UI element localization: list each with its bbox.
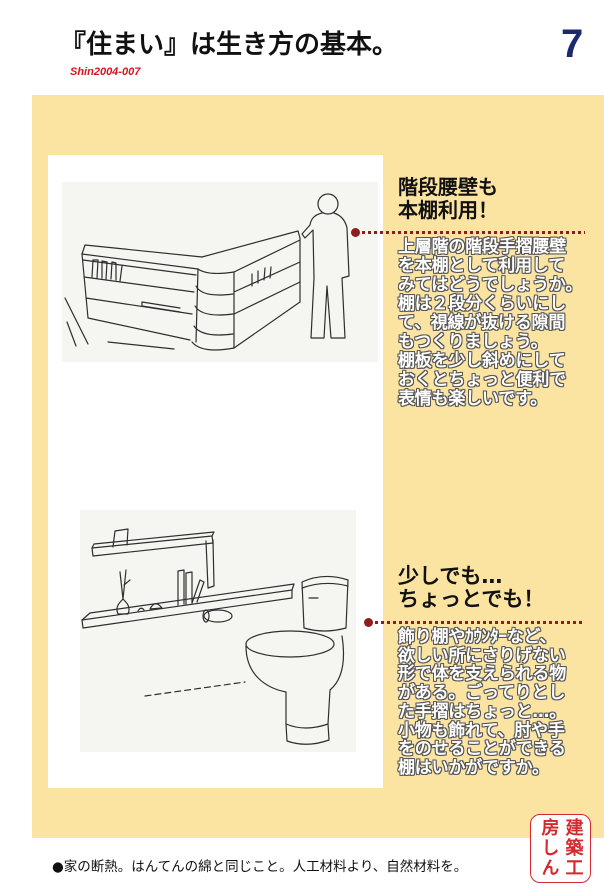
heading-line: ちょっとでも！ (398, 587, 545, 611)
body-line: をのせることができる (398, 739, 566, 760)
body-line: て、視線が抜ける隙間 (398, 313, 566, 333)
body-line: 棚は２段分くらいにし (398, 294, 566, 314)
dotted-leader-line (362, 231, 585, 234)
body-line: 飾り棚やｶｳﾝﾀｰなど、 (398, 627, 557, 647)
page-title: 『住まい』は生き方の基本。 (60, 30, 399, 60)
body-line: おくとちょっと便利で (398, 370, 566, 390)
body-line: 上層階の階段手摺腰壁 (398, 237, 566, 257)
section-body-bookshelf: 上層階の階段手摺腰壁 を本棚として利用して みてはどうでしょうか。 棚は２段分く… (398, 238, 582, 409)
leader-dot (351, 228, 360, 237)
heading-line: 本棚利用！ (398, 198, 498, 222)
body-line: 小物も飾れて、肘や手 (398, 720, 565, 741)
body-line: 形で体を支えられる物 (398, 664, 566, 685)
leader-dot (364, 618, 373, 627)
body-line: 棚板を少し斜めにして (398, 351, 566, 371)
company-logo-stamp: 建築工房しん (530, 814, 591, 883)
body-line: もつくりましょう。 (398, 332, 548, 352)
bookshelf-sketch-drawing (64, 193, 350, 351)
body-line: 棚はいかがですか。 (398, 757, 549, 778)
page-number: 7 (561, 22, 584, 66)
heading-line: 少しでも… (398, 564, 503, 588)
bookshelf-sketch (62, 182, 378, 362)
dotted-leader-line (375, 621, 585, 624)
heading-line: 階段腰壁も (398, 175, 498, 199)
document-code: Shin2004-007 (70, 66, 141, 78)
toilet-shelf-sketch-drawing (81, 528, 349, 745)
section-body-handrail: 飾り棚やｶｳﾝﾀｰなど、 欲しい所にさりげない 形で体を支えられる物 がある。ご… (398, 628, 566, 778)
section-heading-bookshelf: 階段腰壁も 本棚利用！ (398, 176, 498, 222)
footer-note: ●家の断熱。はんてんの綿と同じこと。人工材料より、自然材料を。 (52, 859, 468, 875)
logo-text: 建築工房しん (538, 817, 584, 878)
body-line: た手摺はちょっと…。 (398, 701, 566, 722)
body-line: 欲しい所にさりげない (398, 645, 566, 666)
toilet-shelf-sketch (80, 510, 356, 752)
body-line: 表情も楽しいです。 (398, 389, 547, 409)
body-line: みてはどうでしょうか。 (398, 275, 583, 295)
section-heading-handrail: 少しでも… ちょっとでも！ (398, 565, 544, 611)
body-line: を本棚として利用して (398, 256, 565, 276)
body-line: がある。ごってりとし (398, 683, 566, 704)
